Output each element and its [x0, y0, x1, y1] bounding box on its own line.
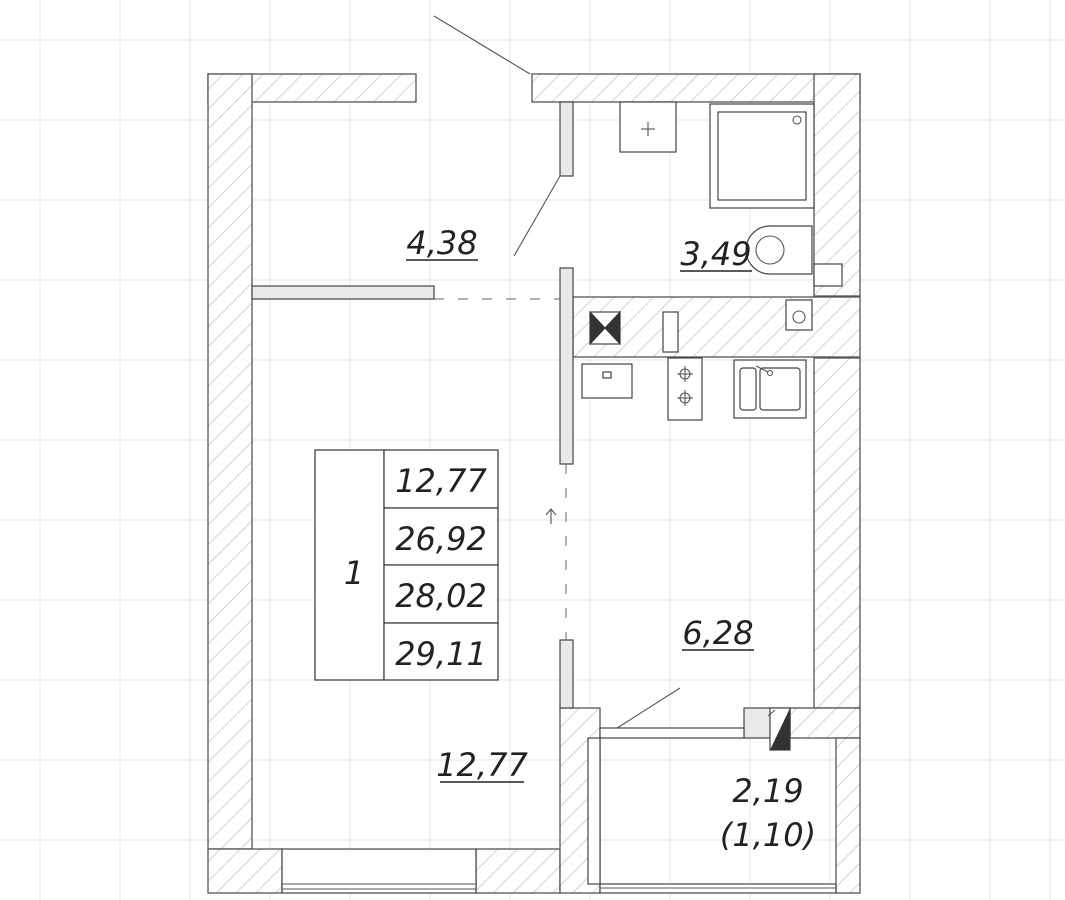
summary-area-full: 29,11: [395, 635, 487, 673]
summary-total-area: 26,92: [395, 520, 487, 558]
radiator-icon: [767, 707, 791, 751]
riser-icon: [785, 263, 843, 331]
room-area-bathroom: 3,49: [680, 235, 751, 273]
area-summary-table: 1 12,77 26,92 28,02 29,11: [314, 449, 499, 681]
room-area-kitchen: 6,28: [682, 614, 753, 652]
summary-area-reduced: 28,02: [395, 577, 487, 615]
rooms-count: 1: [344, 554, 364, 592]
vent-duct-icon: [589, 310, 679, 353]
kitchen-sink-icon: [733, 359, 807, 419]
door-lines: [433, 15, 681, 731]
toilet-icon: [745, 225, 813, 275]
room-area-balcony-reduced: (1,10): [720, 816, 816, 854]
room-area-balcony: 2,19: [732, 772, 803, 810]
sink-icon: [619, 101, 677, 153]
window-living: [281, 848, 477, 894]
stove-icon: [667, 357, 703, 421]
entry-arrow-icon: [545, 508, 557, 524]
countertop-icon: [581, 363, 633, 399]
shower-tray-icon: [709, 103, 815, 209]
balcony-glazing: [587, 727, 837, 894]
exterior-walls: [207, 73, 861, 894]
summary-living-area: 12,77: [395, 462, 487, 500]
room-area-living: 12,77: [436, 746, 528, 784]
room-area-corridor: 4,38: [406, 224, 477, 262]
